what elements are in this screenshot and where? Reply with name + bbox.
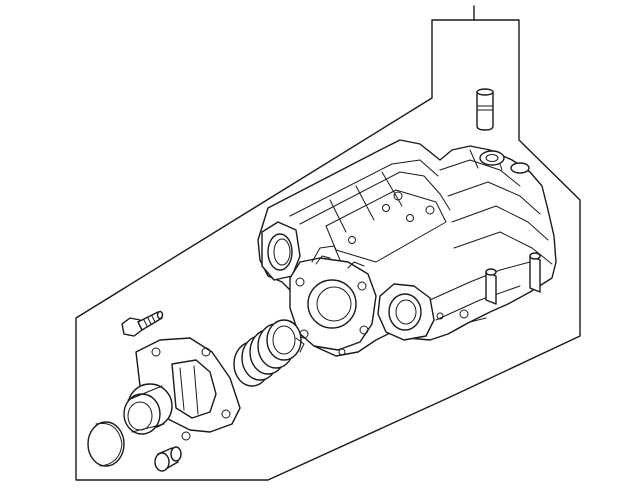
bushing xyxy=(154,446,182,472)
seal-cap xyxy=(87,421,125,467)
assembly-boundary xyxy=(75,5,581,481)
coupler-spring xyxy=(233,319,305,387)
dowel-pin xyxy=(476,88,494,131)
bolt xyxy=(121,310,164,337)
supercharger-housing xyxy=(257,139,557,357)
throttle-body xyxy=(123,337,241,441)
